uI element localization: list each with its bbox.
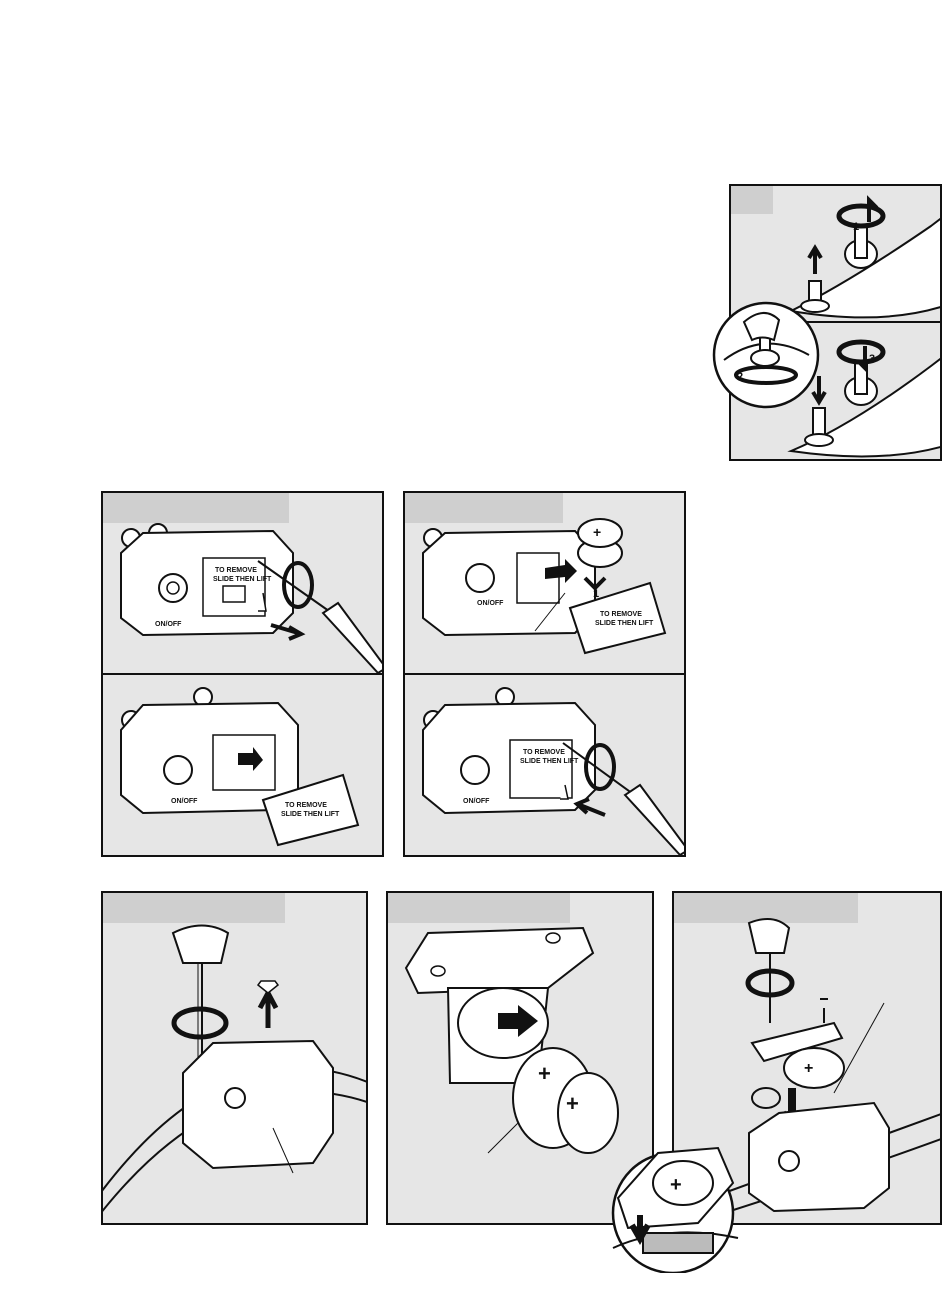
battery-plus-mark: + (566, 1091, 579, 1116)
battery-plus-mark: + (593, 524, 601, 540)
collar-screw-illustration (103, 893, 368, 1225)
remove-battery-illustration: ON/OFF + 2 1 TO REMOVE SLIDE THEN LIFT (405, 493, 686, 675)
battery-plus-mark: + (538, 1061, 551, 1086)
cover-text-line1: TO REMOVE (600, 611, 642, 618)
power-label: ON/OFF (171, 798, 198, 805)
cover-text-line2: SLIDE THEN LIFT (520, 758, 579, 765)
battery-plus-mark: + (804, 1060, 813, 1077)
remove-step-2: 2 (555, 566, 561, 578)
contact-magnifier: 2 (704, 300, 834, 410)
cover-text-line2: SLIDE THEN LIFT (213, 576, 272, 583)
cover-text-line1: TO REMOVE (215, 567, 257, 574)
cover-text-line1: TO REMOVE (523, 749, 565, 756)
panel-reinstall-screw: ON/OFF TO REMOVE SLIDE THEN LIFT (403, 673, 686, 857)
panel-remove-screw: ON/OFF TO REMOVE SLIDE THEN LIFT (101, 491, 384, 675)
panel-slide-cover: ON/OFF TO REMOVE SLIDE THEN LIFT (101, 673, 384, 857)
cover-text-line1: TO REMOVE (285, 802, 327, 809)
remove-screw-illustration: ON/OFF TO REMOVE SLIDE THEN LIFT (103, 493, 384, 675)
cover-text-line2: SLIDE THEN LIFT (281, 811, 340, 818)
power-label: ON/OFF (155, 621, 182, 628)
contact-step-2: 2 (737, 371, 743, 383)
slide-cover-illustration: ON/OFF TO REMOVE SLIDE THEN LIFT (103, 675, 384, 857)
battery-magnifier: + (588, 1143, 758, 1273)
panel-remove-battery: ON/OFF + 2 1 TO REMOVE SLIDE THEN LIFT (403, 491, 686, 675)
power-label: ON/OFF (477, 600, 504, 607)
contact-step-3: 3 (869, 353, 875, 365)
reinstall-screw-illustration: ON/OFF TO REMOVE SLIDE THEN LIFT (405, 675, 686, 857)
battery-plus-mark: + (670, 1174, 682, 1196)
panel-collar-screw (101, 891, 368, 1225)
cover-text-line2: SLIDE THEN LIFT (595, 620, 654, 627)
contact-step-1: 1 (853, 221, 859, 233)
power-label: ON/OFF (463, 798, 490, 805)
